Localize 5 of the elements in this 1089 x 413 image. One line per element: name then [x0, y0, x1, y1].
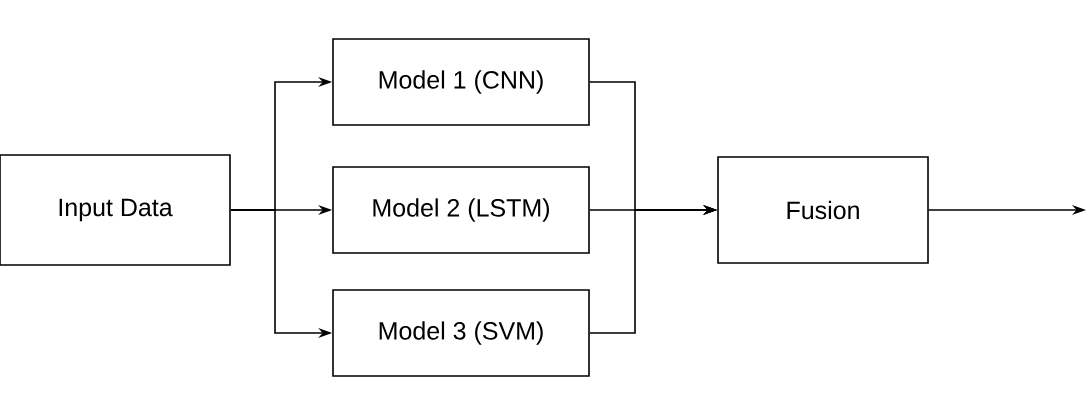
process-box: Fusion: [717, 156, 929, 264]
process-box: Model 3 (SVM): [332, 289, 590, 377]
process-box: Model 1 (CNN): [332, 38, 590, 126]
process-box: Input Data: [0, 154, 231, 266]
process-box: Model 2 (LSTM): [332, 166, 590, 254]
